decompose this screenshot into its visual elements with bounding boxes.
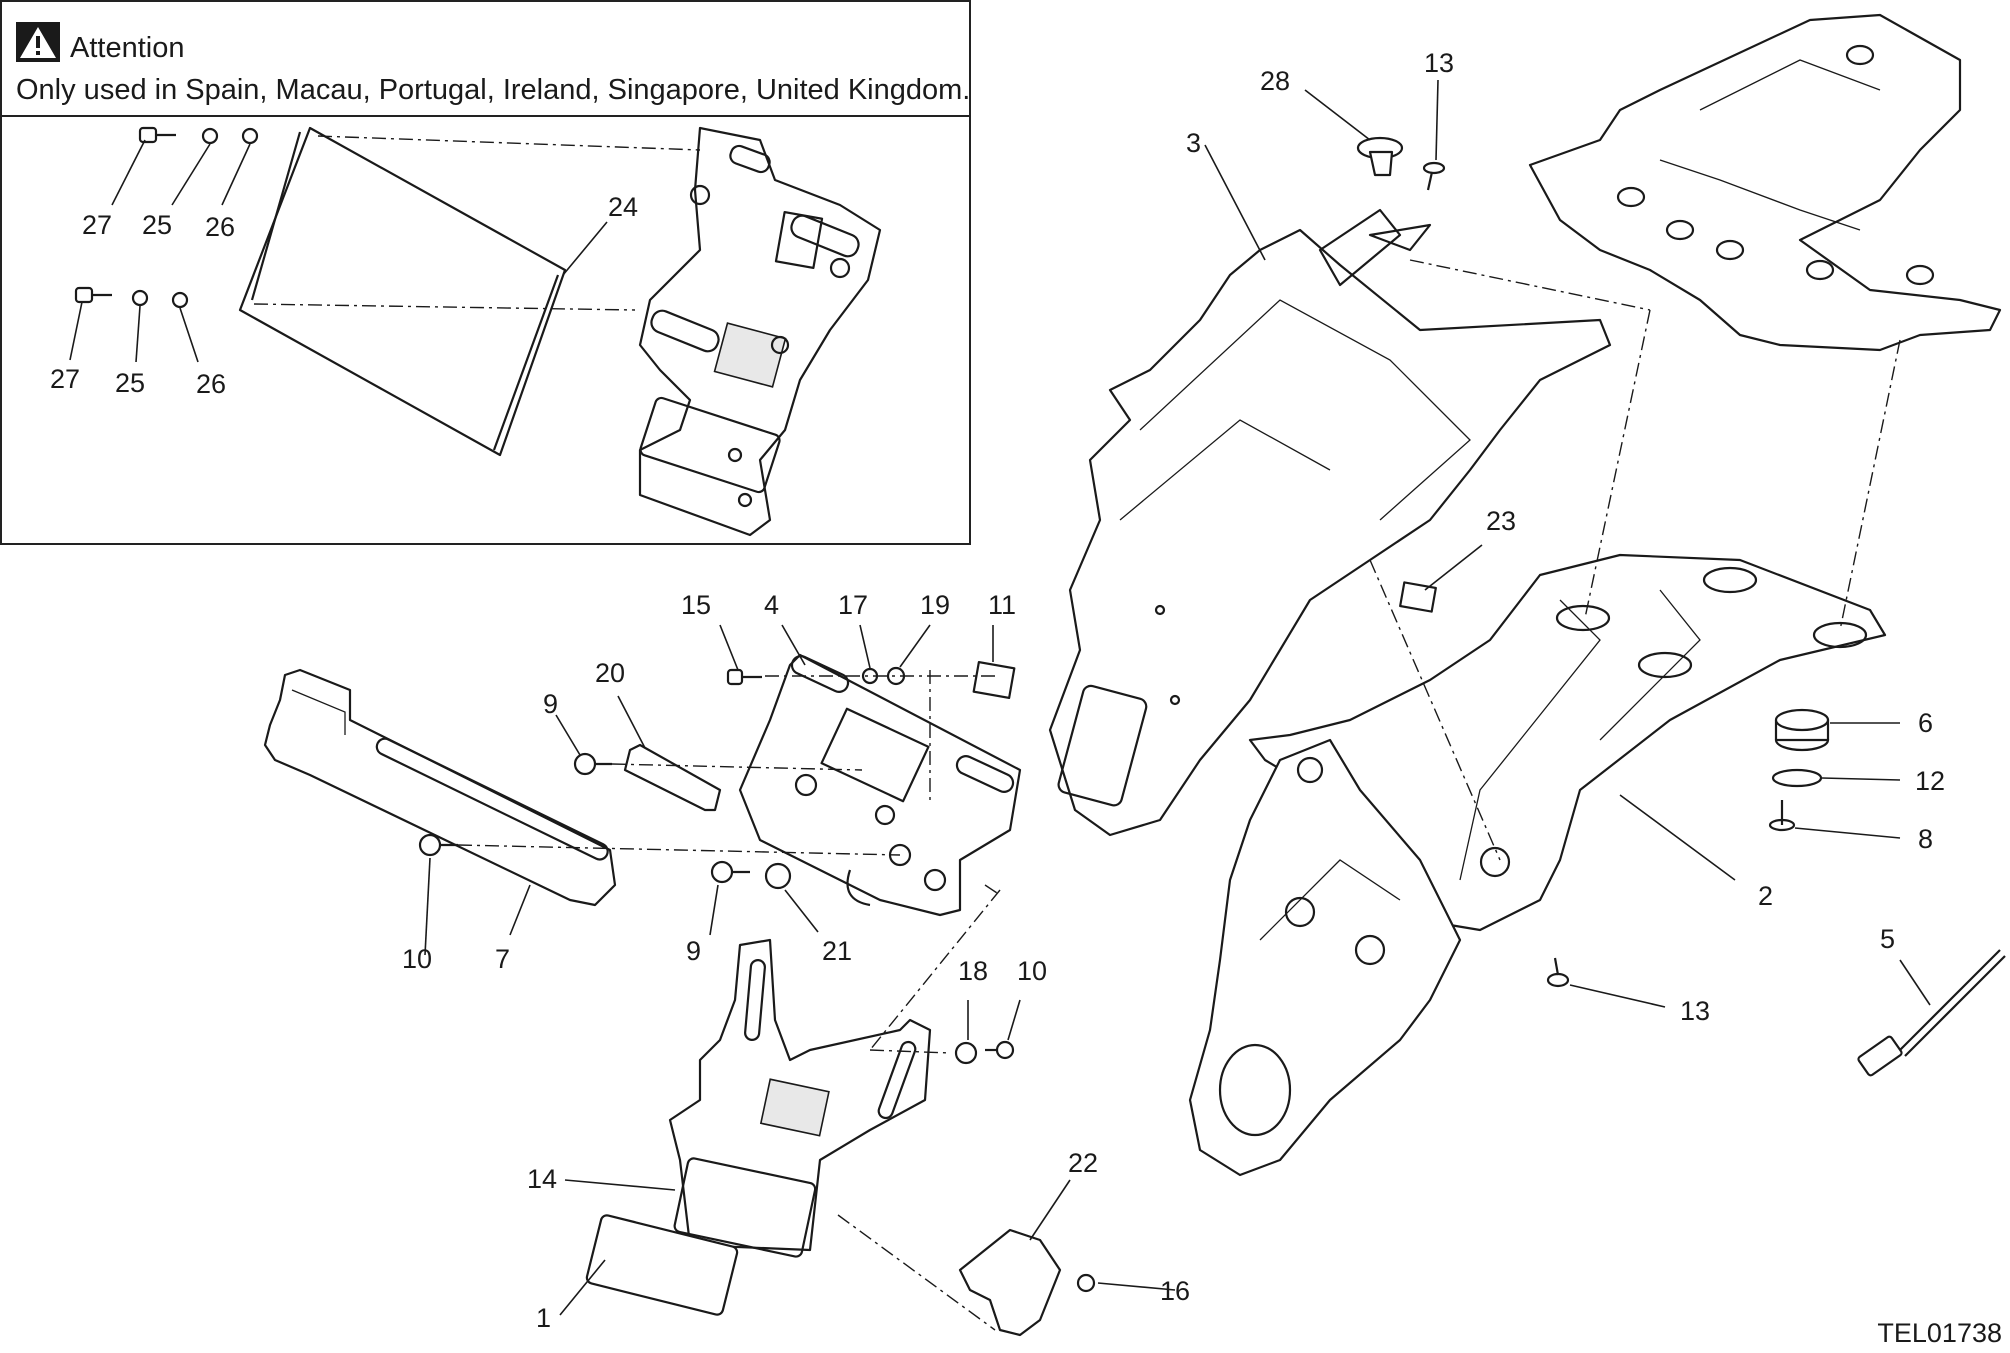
part-rubber-6 [1774, 708, 1830, 752]
part-screw-28 [1356, 136, 1404, 177]
part-cable-tie-5 [1857, 949, 2006, 1077]
part-washer-21 [764, 862, 792, 890]
part-rear-subframe [1188, 553, 1887, 1177]
part-tail-structure [1528, 13, 2002, 352]
part-screw-15 [726, 668, 762, 686]
warning-triangle-icon [16, 22, 60, 62]
callout-25: 25 [115, 368, 145, 398]
part-plate-20 [623, 743, 722, 812]
part-screw-8 [1768, 800, 1796, 832]
inset-washer-25a [201, 127, 219, 145]
inset-washer-26a [241, 127, 259, 145]
part-plate-bracket [738, 653, 1022, 917]
callout-10: 10 [1017, 956, 1047, 986]
callout-15: 15 [681, 590, 711, 620]
callout-9: 9 [686, 936, 701, 966]
attention-text: Only used in Spain, Macau, Portugal, Ire… [16, 74, 971, 106]
part-pad-23 [1399, 581, 1437, 613]
callout-13: 13 [1680, 996, 1710, 1026]
inset-screw-27a [138, 126, 176, 144]
callout-26: 26 [205, 212, 235, 242]
callout-23: 23 [1486, 506, 1516, 536]
part-rear-mudguard [1048, 208, 1612, 837]
callout-27: 27 [82, 210, 112, 240]
inset-plate-holder: 27 25 26 27 25 26 24 [50, 126, 882, 537]
callout-13: 13 [1424, 48, 1454, 78]
callout-14: 14 [527, 1164, 557, 1194]
inset-washer-26b [171, 291, 189, 309]
callout-10: 10 [402, 944, 432, 974]
callout-16: 16 [1160, 1276, 1190, 1306]
part-nut-16 [1076, 1273, 1096, 1293]
part-bracket-7 [263, 668, 617, 907]
part-pad-11 [972, 661, 1016, 699]
part-washer-18 [954, 1041, 978, 1065]
callout-24: 24 [608, 192, 638, 222]
callout-26: 26 [196, 369, 226, 399]
drawing-code: TEL01738 [1877, 1318, 2002, 1348]
callout-12: 12 [1915, 766, 1945, 796]
part-screw-9b [710, 860, 750, 884]
callout-5: 5 [1880, 924, 1895, 954]
callout-2: 2 [1758, 881, 1773, 911]
attention-notice-panel: Attention Only used in Spain, Macau, Por… [0, 0, 971, 545]
callout-27: 27 [50, 364, 80, 394]
callout-21: 21 [822, 936, 852, 966]
callout-20: 20 [595, 658, 625, 688]
callout-7: 7 [495, 944, 510, 974]
part-screw-9a [573, 752, 612, 776]
part-screw-13-top [1422, 161, 1446, 191]
part-screw-10b [985, 1040, 1015, 1060]
callout-18: 18 [958, 956, 988, 986]
callout-3: 3 [1186, 128, 1201, 158]
callout-11: 11 [988, 590, 1016, 620]
inset-screw-27b [74, 286, 112, 304]
callout-9: 9 [543, 689, 558, 719]
callout-4: 4 [764, 590, 779, 620]
attention-notice-header: Attention Only used in Spain, Macau, Por… [2, 2, 971, 117]
callout-8: 8 [1918, 824, 1933, 854]
part-washer-12 [1771, 768, 1823, 788]
attention-title: Attention [70, 32, 185, 64]
callout-6: 6 [1918, 708, 1933, 738]
part-screw-10a [418, 833, 458, 857]
part-plate-holder-14 [668, 938, 932, 1258]
callout-28: 28 [1260, 66, 1290, 96]
inset-washer-25b [131, 289, 149, 307]
callout-22: 22 [1068, 1148, 1098, 1178]
part-bracket-22 [958, 1228, 1062, 1337]
callout-1: 1 [536, 1303, 551, 1333]
callout-17: 17 [838, 590, 868, 620]
part-screw-13-bottom [1546, 957, 1570, 988]
part-reflector-1 [585, 1214, 739, 1316]
callout-25: 25 [142, 210, 172, 240]
callout-19: 19 [920, 590, 950, 620]
